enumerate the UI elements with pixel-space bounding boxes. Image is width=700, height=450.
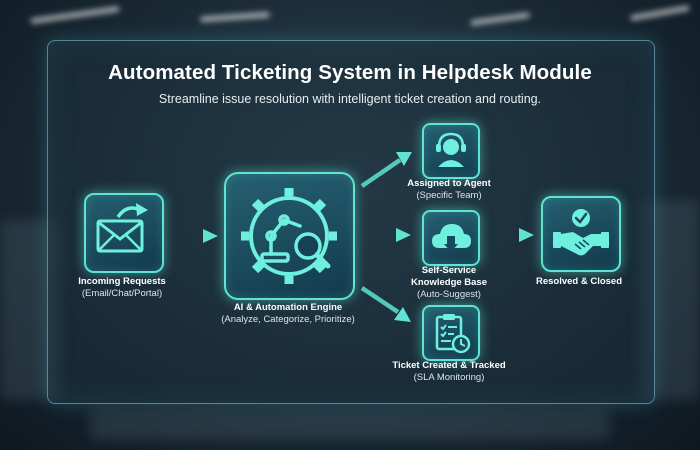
clipboard-clock-icon [435, 314, 471, 354]
resolved-label: Resolved & Closed [519, 276, 639, 288]
ticket-created-label: Ticket Created & Tracked (SLA Monitoring… [382, 360, 516, 384]
ticket-created-subtitle: (SLA Monitoring) [413, 372, 485, 383]
incoming-requests-subtitle: (Email/Chat/Portal) [81, 288, 163, 299]
resolved-title: Resolved & Closed [535, 276, 623, 287]
assigned-agent-subtitle: (Specific Team) [416, 190, 482, 201]
handshake-check-icon [553, 209, 609, 256]
self-service-title2: Knowledge Base [410, 277, 488, 288]
incoming-requests-title: Incoming Requests [78, 276, 166, 287]
cloud-icon [432, 224, 471, 252]
ai-engine-title: AI & Automation Engine [233, 302, 343, 313]
self-service-title: Self-Service [421, 265, 477, 276]
resolved-node [541, 196, 621, 272]
ai-engine-label: AI & Automation Engine (Analyze, Categor… [210, 302, 366, 326]
ai-engine-subtitle: (Analyze, Categorize, Prioritize) [221, 314, 355, 325]
incoming-requests-label: Incoming Requests (Email/Chat/Portal) [62, 276, 182, 300]
email-icon [96, 203, 148, 253]
diagram-title: Automated Ticketing System in Helpdesk M… [108, 61, 592, 84]
incoming-requests-node [84, 193, 164, 273]
diagram-subtitle: Streamline issue resolution with intelli… [158, 92, 542, 106]
ticket-created-node [422, 305, 480, 361]
assigned-agent-label: Assigned to Agent (Specific Team) [392, 178, 506, 202]
assigned-agent-title: Assigned to Agent [407, 178, 491, 189]
headset-agent-icon [436, 132, 466, 167]
self-service-subtitle: (Auto-Suggest) [417, 289, 481, 300]
self-service-label: Self-Service Knowledge Base (Auto-Sugges… [392, 265, 506, 301]
ai-engine-node [224, 172, 355, 300]
robot-gear-icon [241, 188, 337, 284]
ticket-created-title: Ticket Created & Tracked [392, 360, 506, 371]
self-service-node [422, 210, 480, 266]
assigned-agent-node [422, 123, 480, 179]
